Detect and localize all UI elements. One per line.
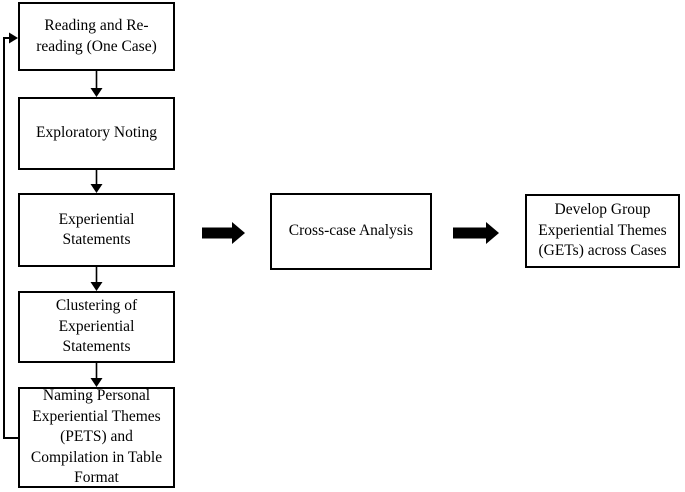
- down-arrowhead-icon: [90, 184, 103, 193]
- flow-step-label: Exploratory Noting: [36, 124, 157, 142]
- down-arrowhead-icon: [90, 282, 103, 291]
- thick-right-arrow-icon: [202, 222, 245, 244]
- flow-step-cross-case-analysis: Cross-case Analysis: [270, 193, 432, 270]
- flow-step-develop-group-themes: Develop Group Experiential Themes (GETs)…: [525, 194, 680, 268]
- flow-step-experiential-statements: Experiential Statements: [18, 193, 175, 267]
- flow-step-naming-pets: Naming Personal Experiential Themes (PET…: [18, 387, 175, 488]
- flow-step-reading-rereading: Reading and Re- reading (One Case): [18, 2, 175, 71]
- flow-step-label: Clustering of Experiential Statements: [55, 297, 138, 356]
- flow-step-label: Naming Personal Experiential Themes (PET…: [30, 387, 163, 487]
- flow-step-exploratory-noting: Exploratory Noting: [18, 97, 175, 170]
- feedback-loop-arrow: [3, 37, 18, 439]
- flow-step-label: Develop Group Experiential Themes (GETs)…: [538, 201, 667, 260]
- thick-right-arrow-icon: [453, 222, 499, 244]
- feedback-arrowhead-icon: [9, 32, 18, 44]
- flow-step-label: Reading and Re- reading (One Case): [36, 17, 157, 55]
- down-arrowhead-icon: [90, 88, 103, 97]
- flow-step-label: Experiential Statements: [58, 210, 135, 248]
- flow-step-label: Cross-case Analysis: [288, 222, 414, 240]
- flow-step-clustering: Clustering of Experiential Statements: [18, 291, 175, 363]
